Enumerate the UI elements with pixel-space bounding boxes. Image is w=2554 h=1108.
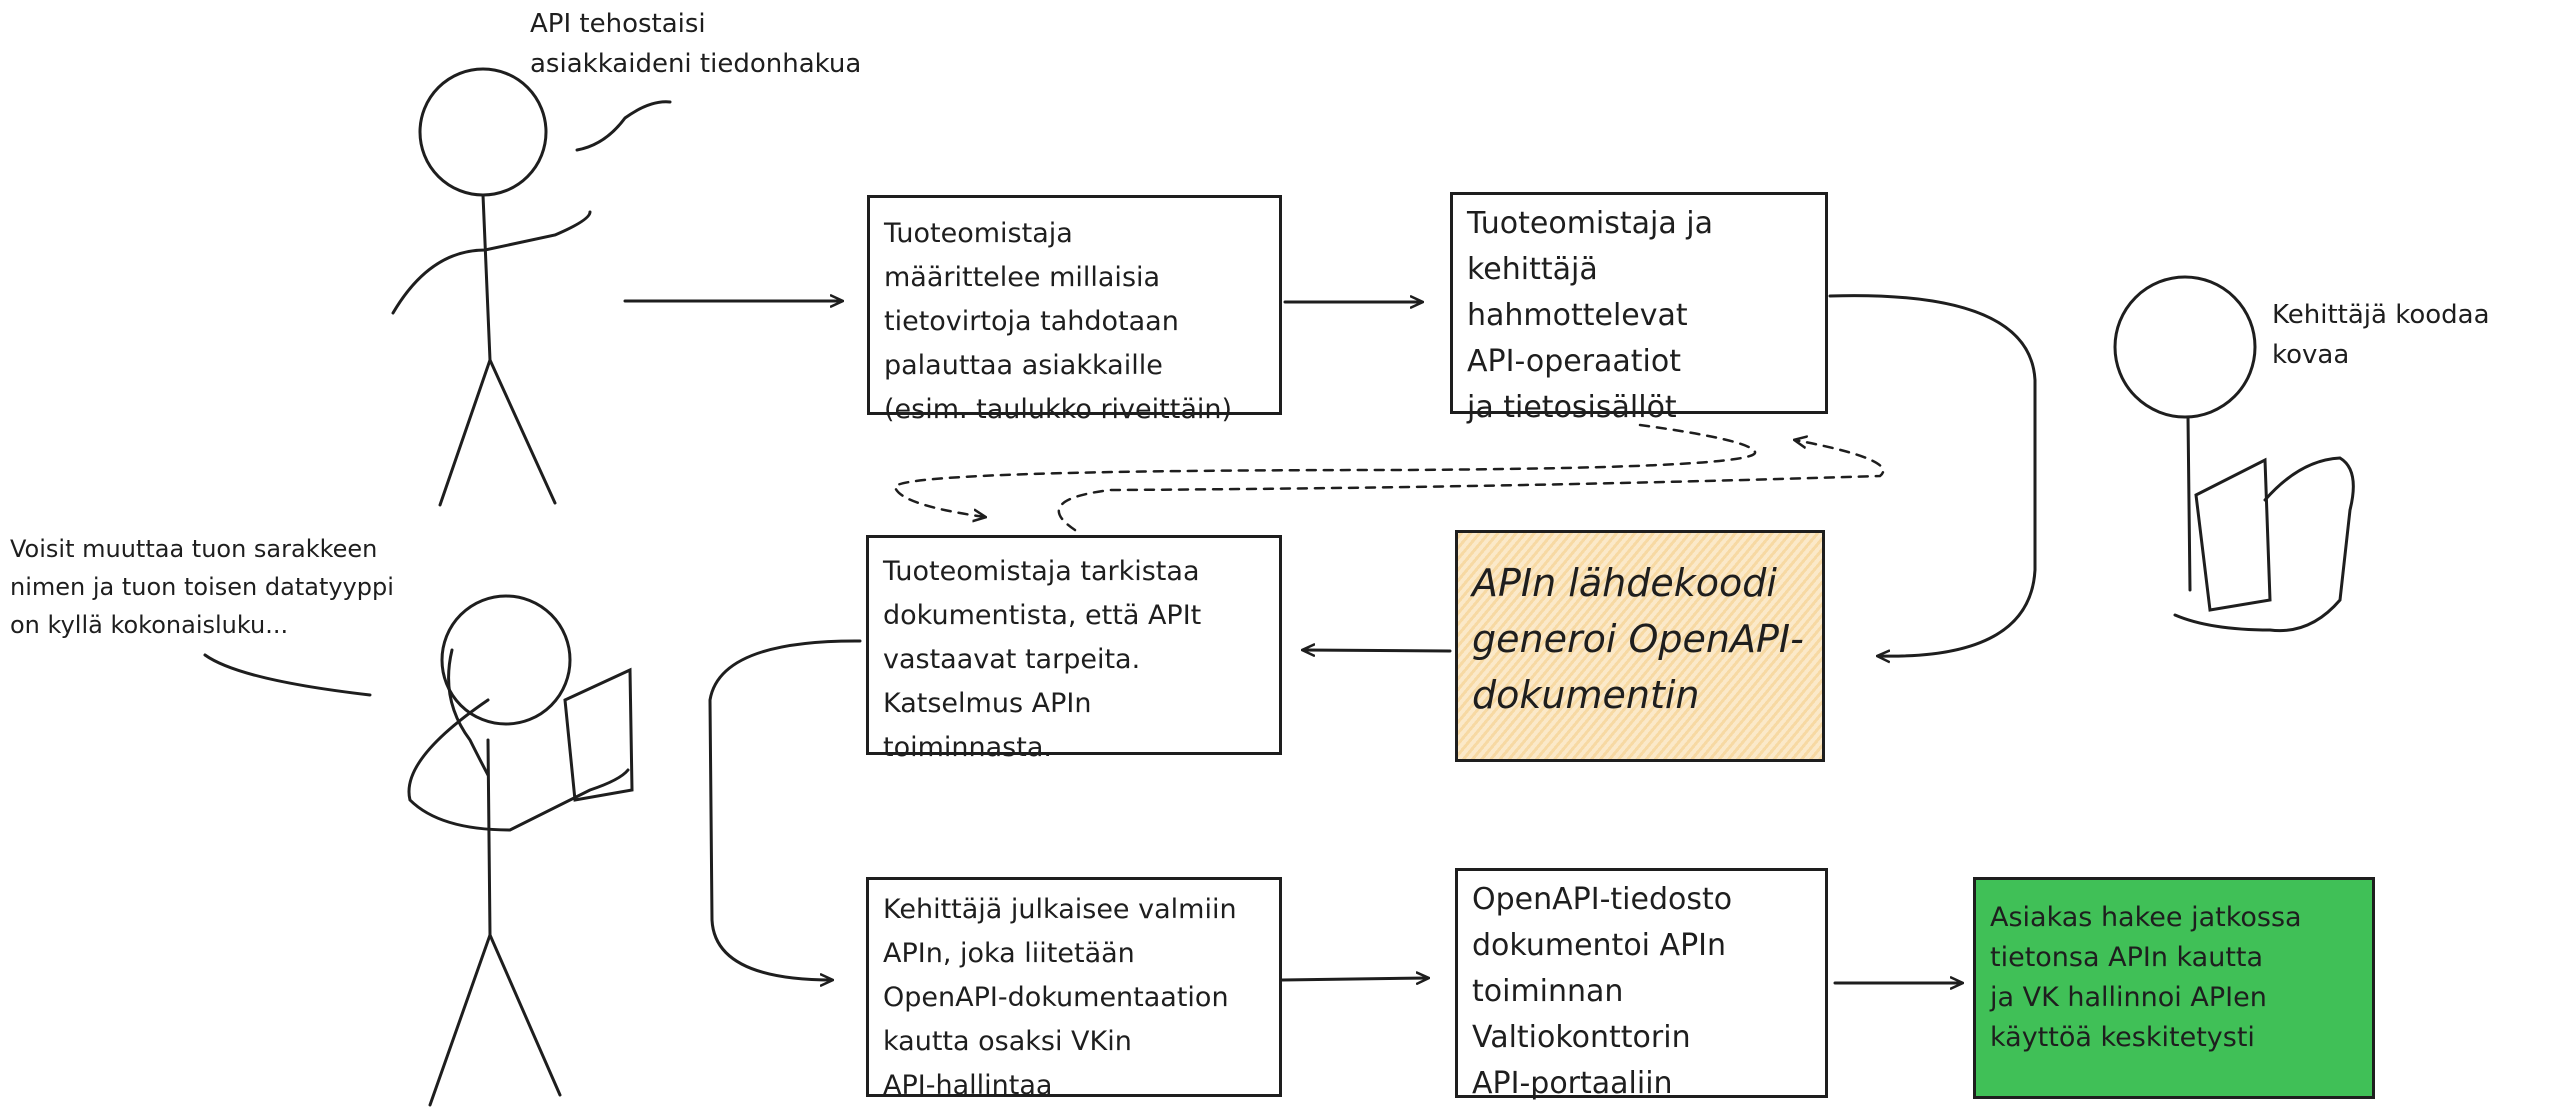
dev-publishes-box: Kehittäjä julkaisee valmiin APIn, joka l… [866,877,1282,1101]
box-text-line: toiminnasta. [883,732,1052,763]
box-text-line: vastaavat tarpeita. [883,644,1141,675]
box-text-line: Tuoteomistaja tarkistaa [883,556,1200,587]
generates-doc-box: APIn lähdekoodi generoi OpenAPI- dokumen… [1455,530,1825,762]
box-text-line: ja VK hallinnoi APIen [1990,982,2267,1013]
box-text-line: tietonsa APIn kautta [1990,942,2264,973]
owner-defines-box: Tuoteomistaja määrittelee millaisia tiet… [867,195,1282,425]
developer-note-line: kovaa [2272,340,2350,370]
box-text-line: dokumentista, että APIt [883,600,1202,631]
box-text-line: tietovirtoja tahdotaan [884,306,1179,337]
developer-stick-figure [2113,275,2355,633]
dashed-arrow-sketch-to-review [893,423,1757,517]
openapi-file-box: OpenAPI-tiedosto dokumentoi APIn toiminn… [1455,868,1828,1101]
customer-speech-line: API tehostaisi [530,9,706,39]
box-text-line: Asiakas hakee jatkossa [1990,902,2302,933]
box-text-line: Tuoteomistaja [884,218,1073,249]
customer-speech-line: asiakkaideni tiedonhakua [530,49,862,79]
box-text-line: määrittelee millaisia [884,262,1161,293]
owner-dev-sketch-box: Tuoteomistaja ja kehittäjä hahmottelevat… [1450,192,1828,425]
dashed-arrow-review-to-sketch [1057,440,1885,532]
box-text-line: kehittäjä [1467,252,1598,287]
box-text-line: käyttöä keskitetysti [1990,1022,2255,1053]
box-text-line: hahmottelevat [1467,298,1688,333]
box-text-line: dokumentin [1472,673,1700,717]
reviewer-speech-line: nimen ja tuon toisen datatyyppi [10,573,394,601]
reviewer-speech-line: on kyllä kokonaisluku... [10,611,289,639]
box-text-line: toiminnan [1472,974,1624,1009]
box-text-line: dokumentoi APIn [1472,928,1727,963]
owner-reviews-box: Tuoteomistaja tarkistaa dokumentista, et… [866,535,1282,763]
arrow-review-to-publish [708,639,862,980]
developer-note: Kehittäjä koodaa kovaa [2272,295,2490,375]
reviewer-stick-figure [203,594,634,1107]
box-text-line: ja tietosisällöt [1467,390,1677,425]
box-text-line: OpenAPI-tiedosto [1472,882,1733,917]
box-text-line: API-hallintaa [883,1070,1053,1101]
box-text-line: (esim. taulukko riveittäin) [884,394,1233,425]
box-text-line: OpenAPI-dokumentaation [883,982,1229,1013]
reviewer-speech-line: Voisit muuttaa tuon sarakkeen [10,535,378,563]
arrow-generate-to-review [1303,650,1452,651]
box-text-line: kautta osaksi VKin [883,1026,1132,1057]
customer-stick-figure [391,67,672,507]
arrow-publish-to-file [1280,978,1428,980]
box-text-line: Tuoteomistaja ja [1467,206,1714,241]
box-text-line: generoi OpenAPI- [1472,617,1804,661]
customer-speech: API tehostaisi asiakkaideni tiedonhakua [530,4,861,84]
arrow-sketch-to-generate [1828,294,2037,657]
box-text-line: Kehittäjä julkaisee valmiin [883,894,1237,925]
box-text-line: API-operaatiot [1467,344,1682,379]
developer-note-line: Kehittäjä koodaa [2272,300,2490,330]
box-text-line: API-portaaliin [1472,1066,1673,1101]
box-text-line: Valtiokonttorin [1472,1020,1691,1055]
customer-uses-box: Asiakas hakee jatkossa tietonsa APIn kau… [1973,877,2375,1099]
reviewer-speech: Voisit muuttaa tuon sarakkeen nimen ja t… [10,530,394,644]
box-text-line: Katselmus APIn [883,688,1092,719]
box-text-line: palauttaa asiakkaille [884,350,1163,381]
box-text-line: APIn lähdekoodi [1472,561,1777,605]
box-text-line: APIn, joka liitetään [883,938,1135,969]
